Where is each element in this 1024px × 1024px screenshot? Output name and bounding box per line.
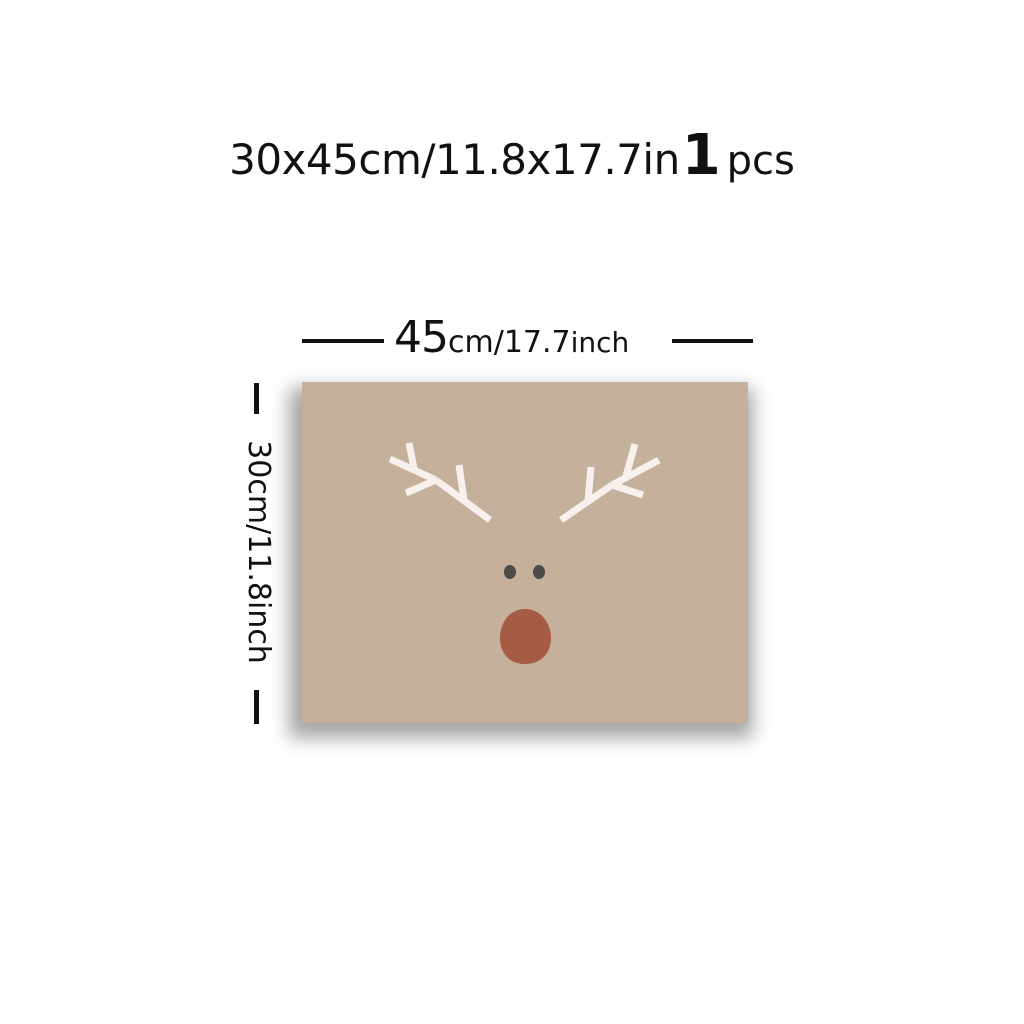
quantity-number: 1 — [681, 123, 721, 188]
width-suffix: inch — [570, 326, 630, 359]
right-antler-icon — [559, 443, 661, 523]
height-dimension-label: 30cm/11.8inch — [241, 440, 276, 664]
reindeer-poster — [302, 382, 748, 723]
reindeer-face-illustration — [388, 442, 661, 664]
width-dimension-line-left — [302, 339, 384, 343]
width-unit: cm/17.7 — [448, 325, 571, 360]
height-dimension-line-top — [254, 383, 259, 414]
right-eye — [533, 565, 545, 579]
width-number: 45 — [394, 312, 449, 363]
nose — [500, 609, 551, 664]
width-dimension-line-right — [672, 339, 753, 343]
size-text: 30x45cm/11.8x17.7in — [229, 135, 680, 184]
left-eye — [504, 565, 516, 579]
height-dimension-line-bottom — [254, 690, 259, 724]
left-antler-icon — [388, 442, 493, 523]
width-dimension-label: 45cm/17.7inch — [394, 316, 664, 360]
quantity-unit: pcs — [726, 138, 795, 184]
